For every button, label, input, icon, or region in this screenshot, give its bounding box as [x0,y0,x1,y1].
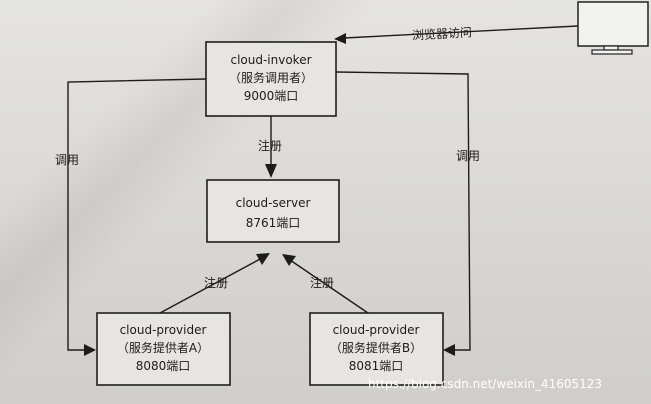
provider-b-register-arrow [282,254,369,314]
invoker-node: cloud-invoker （服务调用者） 9000端口 [205,41,337,117]
browser-access-arrow [334,25,579,44]
provider-a-node: cloud-provider （服务提供者A） 8080端口 [96,312,231,386]
provider-b-role: （服务提供者B） [330,340,422,355]
invoker-name: cloud-invoker [230,53,311,67]
provider-a-role: （服务提供者A） [117,340,209,355]
browser-access-label: 浏览器访问 [412,24,473,42]
provider-b-node: cloud-provider （服务提供者B） 8081端口 [309,312,444,386]
provider-a-port: 8080端口 [136,359,191,373]
provider-a-register-label: 注册 [204,275,228,290]
call-right-arrow [335,71,471,356]
invoker-register-arrow [265,116,277,178]
call-left-arrow [67,78,207,356]
provider-a-name: cloud-provider [120,323,207,337]
invoker-port: 9000端口 [244,89,299,103]
call-left-label: 调用 [55,153,79,167]
server-node: cloud-server 8761端口 [206,179,340,243]
csdn-watermark: https://blog.csdn.net/weixin_41605123 [368,377,602,391]
provider-b-name: cloud-provider [333,323,420,337]
server-port: 8761端口 [246,216,301,230]
monitor-icon [577,1,649,55]
server-name: cloud-server [236,196,311,210]
provider-a-register-arrow [159,253,270,314]
invoker-role: （服务调用者） [229,70,313,85]
invoker-register-label: 注册 [258,138,282,153]
provider-b-register-label: 注册 [310,275,334,290]
call-right-label: 调用 [456,149,480,163]
provider-b-port: 8081端口 [349,359,404,373]
